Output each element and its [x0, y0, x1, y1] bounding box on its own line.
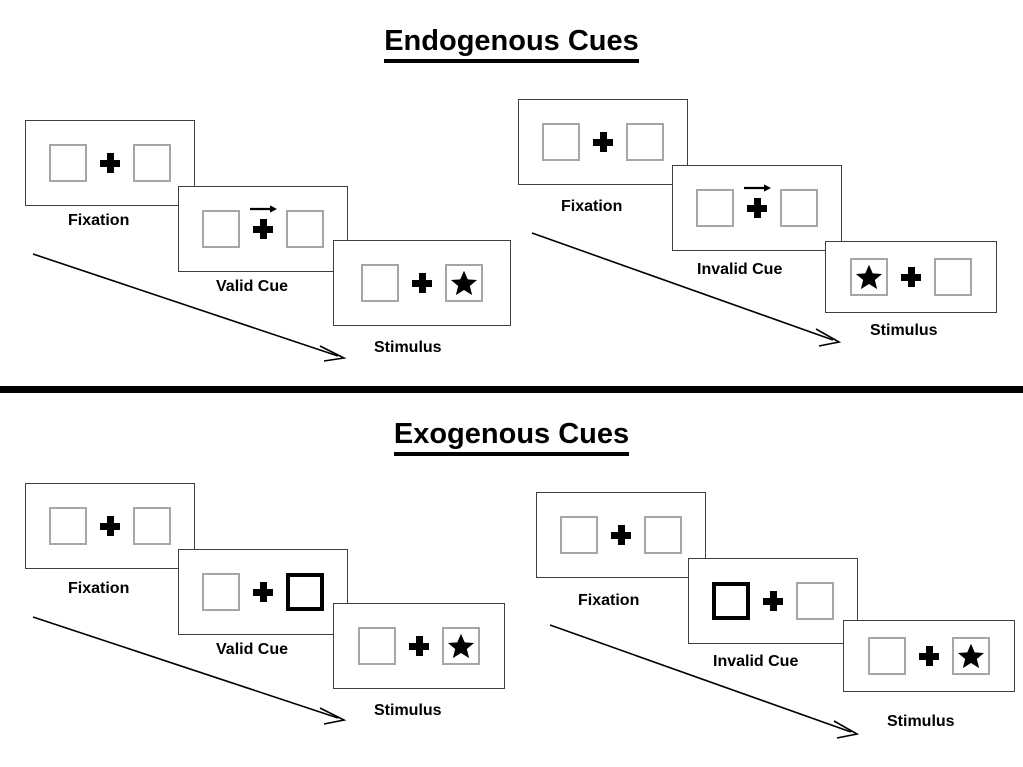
stimulus-box-right: [780, 189, 818, 227]
panel-inner: [696, 184, 818, 227]
stimulus-box-left: [696, 189, 734, 227]
panel-inner: [560, 516, 682, 554]
panel-exogenous-invalid-stimulus: [843, 620, 1015, 692]
panel-exogenous-invalid-cue: [688, 558, 858, 644]
panel-inner: [712, 582, 834, 620]
panel-exogenous-valid-cue: [178, 549, 348, 635]
panel-inner: [850, 258, 972, 296]
label-endogenous-valid-fixation: Fixation: [68, 212, 130, 229]
panel-inner: [361, 264, 483, 302]
label-endogenous-valid-stimulus: Stimulus: [374, 339, 442, 356]
fixation-cross-icon: [253, 582, 273, 602]
label-exogenous-invalid-fixation: Fixation: [578, 592, 640, 609]
label-exogenous-valid-cue: Valid Cue: [216, 641, 289, 658]
fixation-cross-icon: [919, 646, 939, 666]
panel-endogenous-invalid-cue: [672, 165, 842, 251]
panel-exogenous-invalid-fixation: [536, 492, 706, 578]
stimulus-box-left: [358, 627, 396, 665]
section-title-endogenous: Endogenous Cues: [0, 25, 1023, 63]
stimulus-box-left: [361, 264, 399, 302]
fixation-cross-icon: [100, 153, 120, 173]
fixation-cross-icon: [250, 205, 277, 239]
panel-endogenous-invalid-fixation: [518, 99, 688, 185]
stimulus-box-right: [796, 582, 834, 620]
star-icon: [450, 270, 478, 296]
section-title-exogenous: Exogenous Cues: [0, 418, 1023, 456]
panel-endogenous-valid-fixation: [25, 120, 195, 206]
stimulus-box-left: [868, 637, 906, 675]
panel-inner: [358, 627, 480, 665]
stimulus-box-right: [934, 258, 972, 296]
stimulus-box-right-target: [952, 637, 990, 675]
stimulus-box-left: [560, 516, 598, 554]
cue-arrow-right-icon: [250, 205, 277, 213]
stimulus-box-right-target: [445, 264, 483, 302]
fixation-cross-icon: [412, 273, 432, 293]
stimulus-box-left-target: [850, 258, 888, 296]
panel-endogenous-valid-stimulus: [333, 240, 511, 326]
label-exogenous-invalid-stimulus: Stimulus: [887, 713, 955, 730]
fixation-cross-icon: [409, 636, 429, 656]
fixation-cross-icon: [100, 516, 120, 536]
panel-inner: [49, 507, 171, 545]
label-endogenous-valid-cue: Valid Cue: [216, 278, 289, 295]
label-exogenous-valid-fixation: Fixation: [68, 580, 130, 597]
stimulus-box-left: [202, 210, 240, 248]
stimulus-box-right-cued: [286, 573, 324, 611]
stimulus-box-left: [49, 507, 87, 545]
star-icon: [447, 633, 475, 659]
label-endogenous-invalid-fixation: Fixation: [561, 198, 623, 215]
panel-inner: [202, 573, 324, 611]
panel-exogenous-valid-stimulus: [333, 603, 505, 689]
stimulus-box-left: [49, 144, 87, 182]
section-divider: [0, 386, 1023, 393]
fixation-cross-icon: [593, 132, 613, 152]
star-icon: [855, 264, 883, 290]
panel-inner: [49, 144, 171, 182]
label-endogenous-invalid-stimulus: Stimulus: [870, 322, 938, 339]
panel-inner: [202, 205, 324, 248]
panel-inner: [868, 637, 990, 675]
fixation-cross-icon: [611, 525, 631, 545]
stimulus-box-left: [202, 573, 240, 611]
stimulus-box-right: [133, 144, 171, 182]
stimulus-box-right-target: [442, 627, 480, 665]
cue-arrow-right-icon: [744, 184, 771, 192]
stimulus-box-right: [133, 507, 171, 545]
fixation-cross-icon: [744, 184, 771, 218]
panel-endogenous-valid-cue: [178, 186, 348, 272]
fixation-cross-icon: [763, 591, 783, 611]
panel-exogenous-valid-fixation: [25, 483, 195, 569]
stimulus-box-right: [626, 123, 664, 161]
label-exogenous-valid-stimulus: Stimulus: [374, 702, 442, 719]
label-exogenous-invalid-cue: Invalid Cue: [713, 653, 799, 670]
star-icon: [957, 643, 985, 669]
label-endogenous-invalid-cue: Invalid Cue: [697, 261, 783, 278]
panel-inner: [542, 123, 664, 161]
panel-endogenous-invalid-stimulus: [825, 241, 997, 313]
stimulus-box-left: [542, 123, 580, 161]
stimulus-box-right: [644, 516, 682, 554]
stimulus-box-right: [286, 210, 324, 248]
section-title-endogenous-text: Endogenous Cues: [384, 25, 639, 63]
stimulus-box-left-cued: [712, 582, 750, 620]
fixation-cross-icon: [901, 267, 921, 287]
section-title-exogenous-text: Exogenous Cues: [393, 418, 630, 456]
